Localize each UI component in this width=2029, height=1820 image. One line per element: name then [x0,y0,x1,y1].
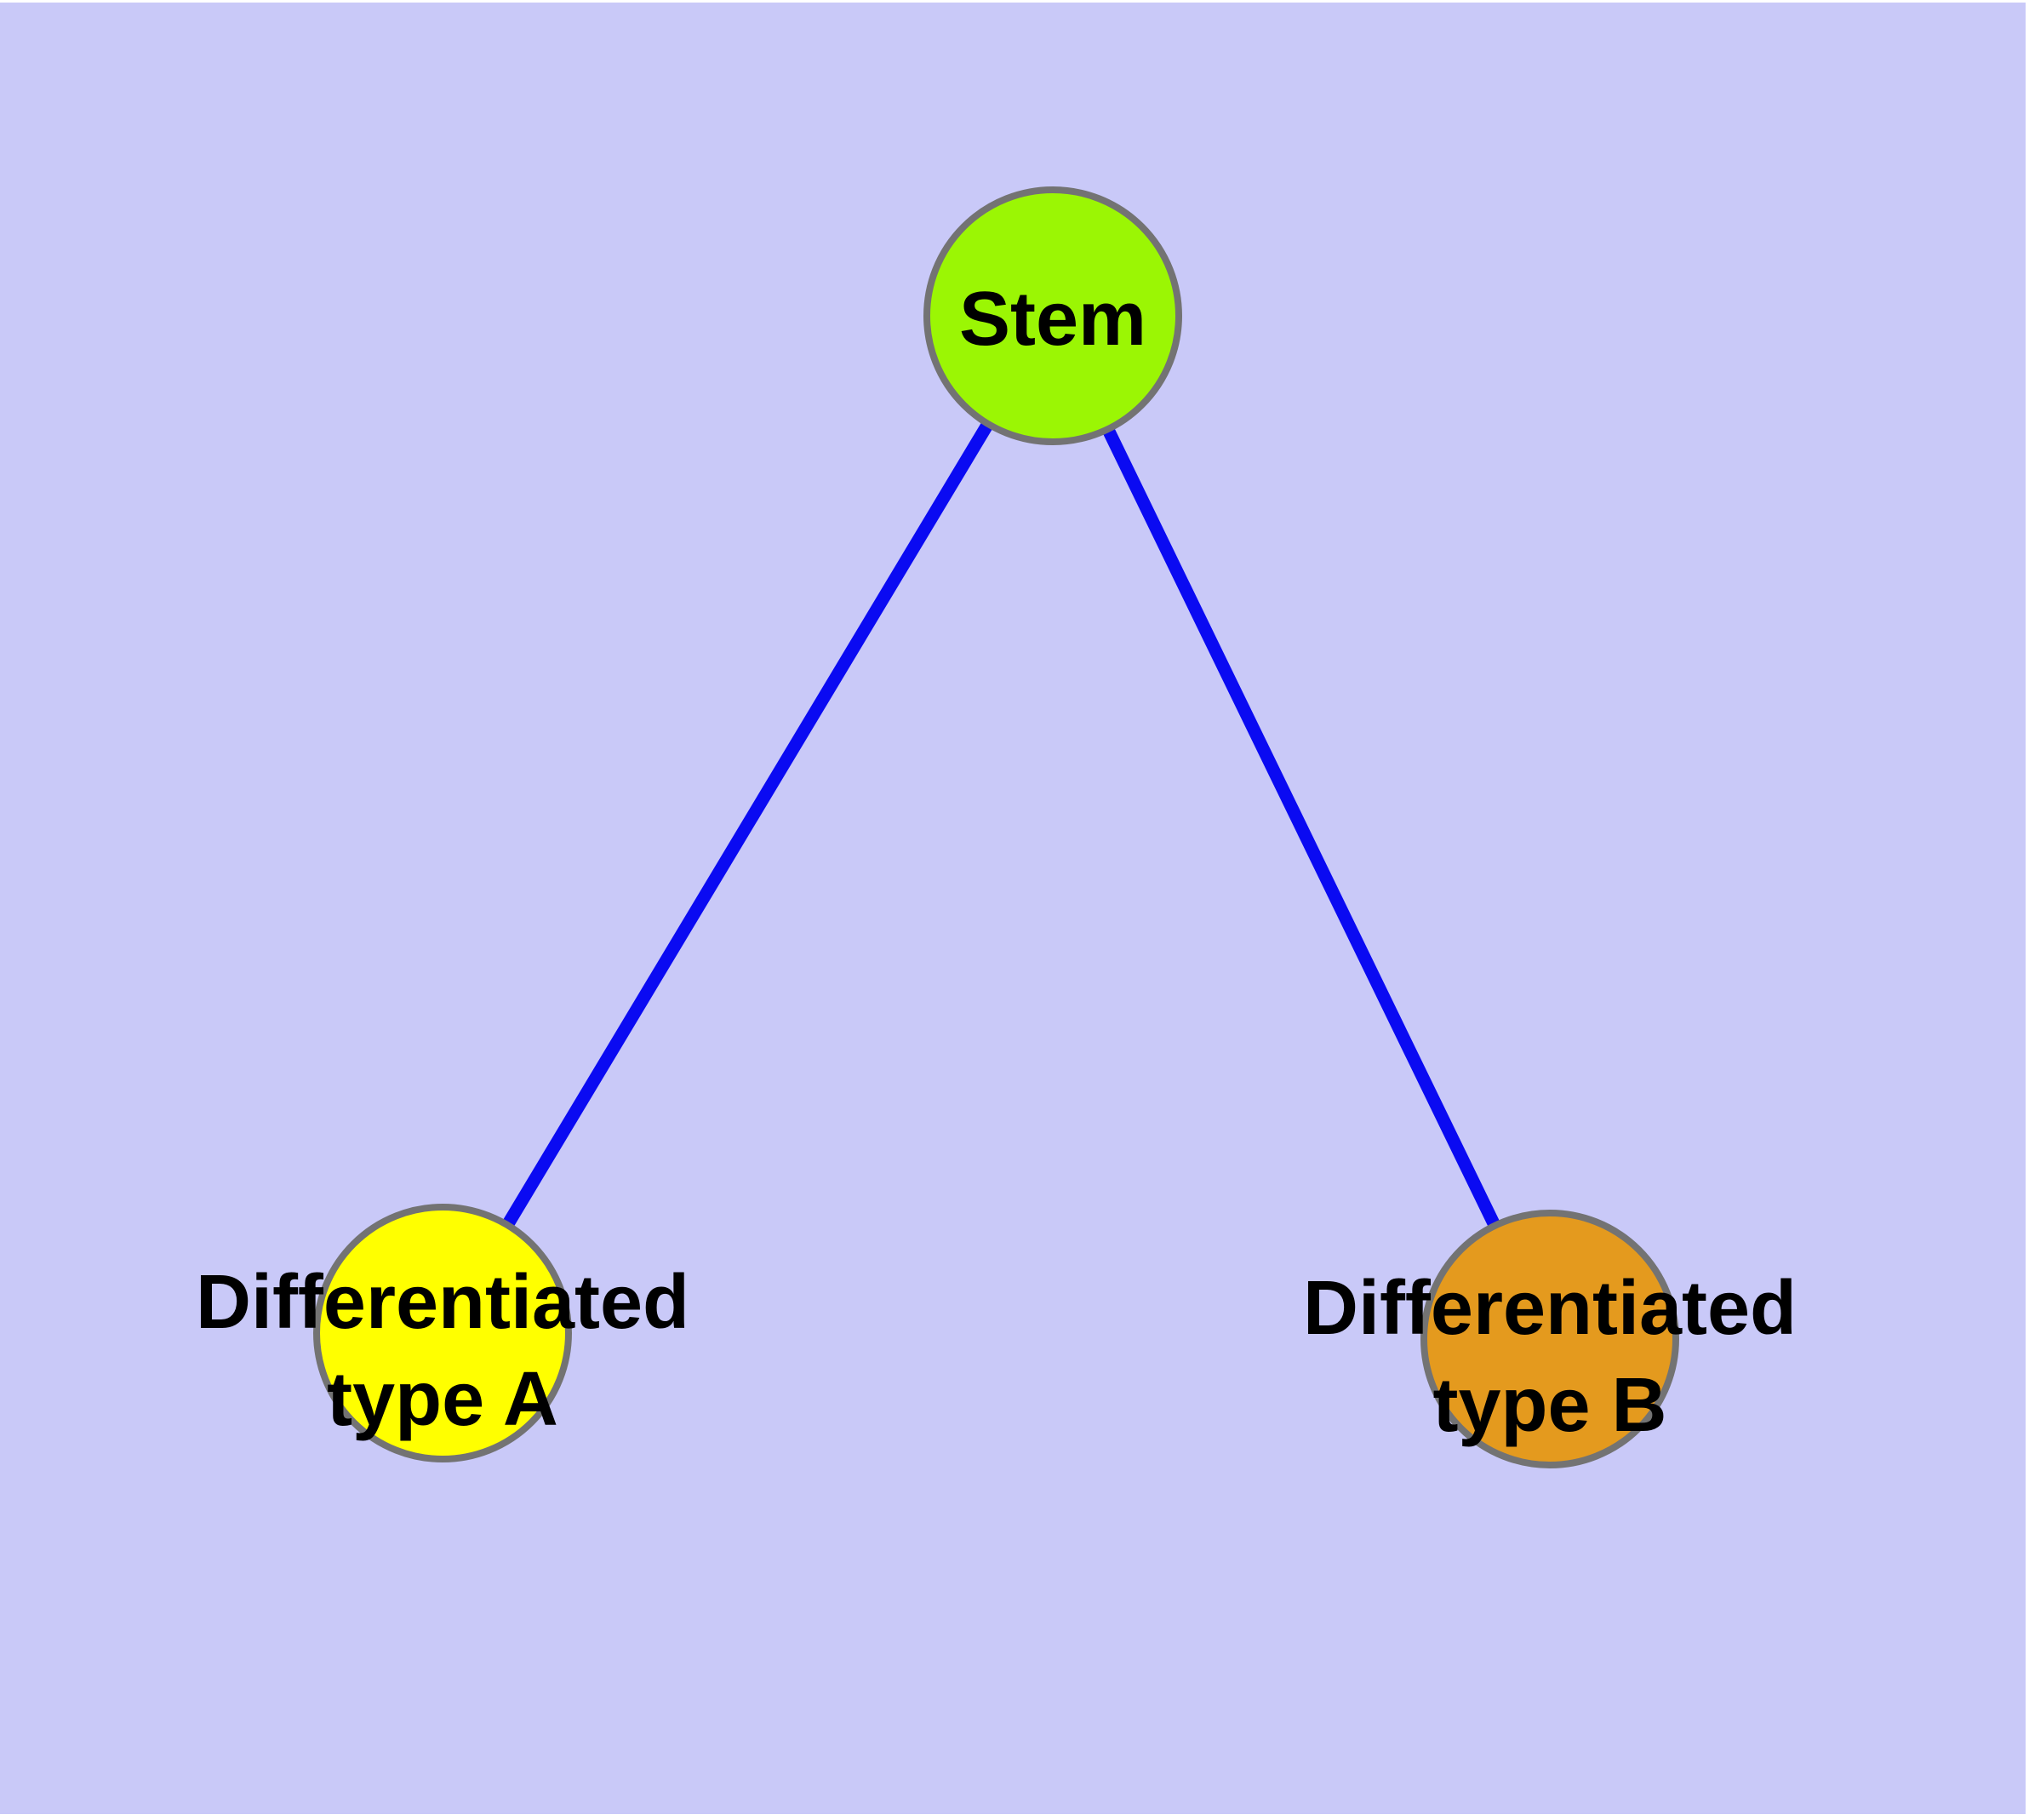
node-type-b-label-line2: type B [1432,1363,1666,1448]
edge-stem-to-type-a [437,312,1059,1336]
node-stem-label: Stem [959,277,1146,362]
node-type-b-label-line1: Differentiated [1303,1266,1797,1351]
node-stem [923,186,1182,445]
node-type-a-label-line2: type A [327,1357,558,1442]
edge-stem-to-type-b [1047,312,1556,1342]
node-differentiated-type-b [1420,1210,1679,1468]
node-differentiated-type-a [313,1204,572,1462]
node-type-a-label-line1: Differentiated [196,1260,689,1345]
